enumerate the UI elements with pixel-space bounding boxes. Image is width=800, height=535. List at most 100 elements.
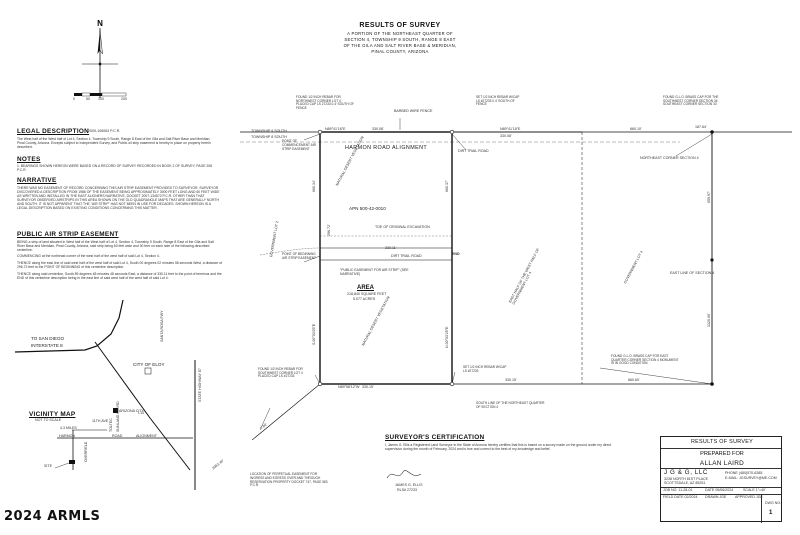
distance-corner: 167.64': [695, 125, 707, 129]
cert-text: I, James G. Ellis a Registered Land Surv…: [385, 443, 612, 452]
armls-watermark: 2024 ARMLS: [4, 509, 101, 524]
survey-title: RESULTS OF SURVEY: [359, 22, 441, 29]
township-9-label: TOWNSHIP 9 SOUTH: [251, 129, 287, 133]
tb-client: ALLAN LAIRD: [699, 460, 745, 467]
scale-label-200: 200: [121, 97, 127, 101]
barbed-fence: BARBED WIRE FENCE: [394, 109, 433, 113]
easement-heading: PUBLIC AIR STRIP EASEMENT: [17, 231, 119, 238]
survey-subtitle-2: SECTION 4, TOWNSHIP 9 SOUTH, RANGE 8 EAS…: [344, 37, 456, 42]
easement-text-1: BEING a strip of land situated in West h…: [17, 240, 214, 253]
legal-heading: LEGAL DESCRIPTION: [17, 128, 90, 135]
tb-sheet: 1: [769, 510, 773, 516]
vm-freeway: SANTA ROSA FWY: [160, 310, 164, 342]
tb-addr2: SCOTTSDALE, AZ 85251: [664, 481, 706, 485]
vm-miles: 4.3 MILES: [60, 426, 77, 430]
vicinity-map: [15, 300, 196, 490]
survey-subtitle-3: OF THE GILA AND SALT RIVER BASE & MERIDI…: [343, 43, 457, 48]
dirt-trail-road: DIRT TRAIL ROAD: [391, 254, 422, 258]
notes-heading: NOTES: [17, 156, 41, 163]
dist-330: 330.11': [385, 246, 397, 250]
vm-alignment: ALIGNMENT: [136, 434, 157, 438]
pob-label: POINT OF BEGINNING AIR STRIP EASEMENT: [282, 252, 316, 260]
tb-drawn: DRAWN JGE: [705, 495, 727, 499]
perpetual-easement: LOCATION OF PERPETUAL EASEMENT FOR INGRE…: [250, 472, 328, 488]
ne-corner: NORTHEAST CORNER SECTION 4: [640, 156, 699, 160]
tb-email: E-MAIL: JGSURVEY@ME.COM: [725, 476, 777, 480]
vm-highway: STATE HIGHWAY 87: [198, 368, 202, 402]
right-distance-2: 1320.00': [707, 313, 711, 327]
vm-arizona-city: ARIZONA CITY: [119, 409, 144, 413]
set-ne-rebar: SET 1/2 INCH REBAR W/CAP LS #27233 0.4' …: [476, 95, 520, 107]
tb-scale: SCALE 1"=40': [743, 488, 766, 492]
easement-text-4: THENCE along said centerline, South 89 d…: [17, 272, 222, 281]
scale-label-0: 0: [73, 97, 75, 101]
distance-bottom-right: 330.15': [505, 378, 517, 382]
distance-top: 330.08': [372, 127, 384, 131]
scale-label-100: 100: [98, 97, 104, 101]
end-label: END: [452, 252, 460, 256]
area-acres: 5.077 ACRES: [353, 297, 376, 301]
easement-text-3: THENCE along the east line of said west …: [17, 261, 223, 270]
tb-addr1: 3238 NORTH 81ST PLACE: [664, 477, 709, 481]
signature-icon: [386, 470, 422, 479]
east-line-section: EAST LINE OF SECTION 4: [670, 271, 715, 275]
easement-text-2: COMMENCING at the northeast corner of th…: [17, 254, 160, 258]
west-distance: 660.34': [312, 180, 316, 192]
surveyor-reg: RLS# 27233: [397, 488, 417, 492]
bearing-top: N89°41'18"E: [325, 127, 346, 131]
area-sqft: 218,840 SQUARE FEET: [347, 292, 387, 296]
distance-top-right: 330.08': [500, 134, 512, 138]
tb-field-date: FIELD DATE 02/2024: [663, 495, 698, 499]
narrative-text: THERE WAS NO EASEMENT OF RECORD CONCERNI…: [17, 186, 220, 211]
survey-drawing: [240, 118, 792, 440]
distance-far: 660.10': [630, 127, 642, 131]
dist-296: 296.72': [327, 224, 331, 236]
bearing-bottom: N89°58'12"W: [338, 385, 360, 389]
vm-i10: I-10: [138, 411, 145, 415]
cert-heading: SURVEYOR'S CERTIFICATION: [385, 434, 485, 441]
found-sw-rebar: FOUND 1/2 INCH REBAR FOR SOUTHWEST CORNE…: [258, 367, 303, 379]
tb-jobno: JOB NO. 11-28-01: [663, 488, 693, 492]
found-glo-cap: FOUND G.L.O. BRASS CAP FOR THE SOUTHWEST…: [663, 95, 719, 107]
set-se-rebar: SET 1/2 INCH REBAR W/CAP LS #27233: [463, 365, 507, 373]
vicinity-subheading: NOT TO SCALE: [35, 418, 62, 422]
surveyor-name: JAMES G. ELLIS: [395, 483, 423, 487]
tb-phone: PHONE (480)570-6385: [725, 471, 763, 475]
south-line-label: SOUTH LINE OF THE NORTHEAST QUARTER OF S…: [476, 401, 545, 409]
tb-dwg: DWG NO.: [765, 501, 782, 505]
distance-bottom-far: 660.60': [628, 378, 640, 382]
township-8-label: TOWNSHIP 8 SOUTH: [251, 135, 287, 139]
dirt-trail-road-2: DIRT TRAIL ROAD: [458, 149, 489, 153]
public-easement-label: "PUBLIC EASEMENT FOR AIR STRIP" (SEE NAR…: [340, 268, 409, 276]
survey-subtitle-1: A PORTION OF THE NORTHEAST QUARTER OF: [347, 31, 453, 36]
tb-date: DATE 05/06/2024: [705, 488, 734, 492]
tb-head: RESULTS OF SURVEY: [690, 439, 754, 445]
vicinity-heading: VICINITY MAP: [29, 411, 76, 418]
tb-prepared: PREPARED FOR: [700, 451, 744, 457]
survey-subtitle-4: PINAL COUNTY, ARIZONA: [371, 49, 429, 54]
vm-harmon: HARMON: [59, 434, 75, 438]
vm-sunland: SUNLAND GIN RD: [116, 401, 120, 432]
east-distance: 660.37': [445, 180, 449, 192]
tb-approved: APPROVED JGE: [735, 495, 763, 499]
vm-eleventh: 11TH AVE: [92, 419, 109, 423]
vm-eloy: CITY OF ELOY: [133, 362, 165, 367]
vm-overfield: OVERFIELD: [84, 441, 88, 462]
scale-label-50: 50: [86, 97, 90, 101]
right-distance: 659.97': [707, 191, 711, 203]
narrative-heading: NARRATIVE: [17, 177, 57, 184]
north-arrow-icon: N: [82, 19, 118, 98]
legal-text: The West half of the West half of Lot 4,…: [17, 137, 211, 150]
vm-toltec: TOLTEC: [109, 418, 113, 432]
tb-firm: J G & G, LLC: [664, 469, 708, 476]
bearing-top-right: N89°41'18"E: [500, 127, 521, 131]
harmon-road-alignment: HARMON ROAD ALIGNMENT: [345, 145, 428, 151]
toe-excavation: TOE OF ORIGINAL EXCAVATION: [375, 225, 430, 229]
svg-text:N: N: [97, 19, 103, 28]
poc-label: POINT OF COMMENCEMENT AIR STRIP EASEMENT: [282, 139, 316, 151]
vm-site: SITE: [44, 464, 52, 468]
apn-label: APN 500-42-0010: [349, 206, 386, 211]
east-bearing: N.00°03'25"E: [445, 326, 449, 348]
vm-interstate: INTERSTATE 8: [31, 343, 63, 348]
vm-road: ROAD: [112, 434, 123, 438]
